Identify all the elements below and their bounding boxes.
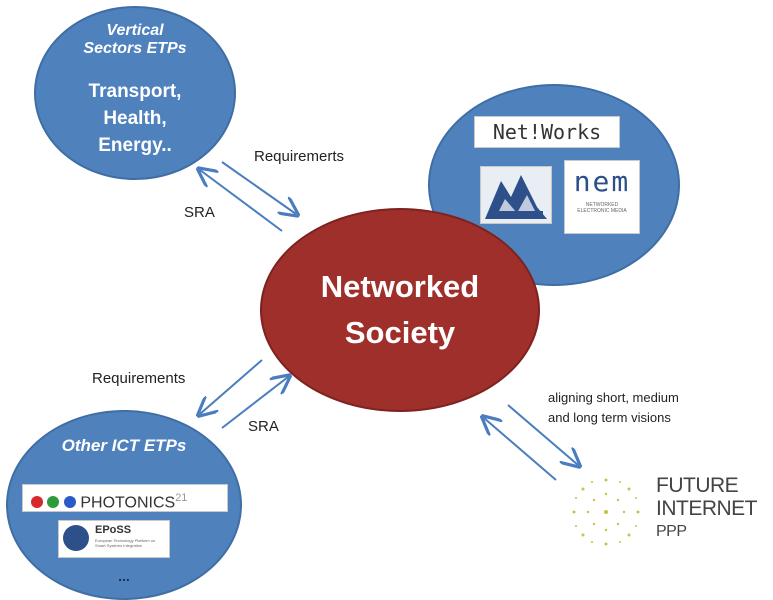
label-aligning: aligning short, medium and long term vis… bbox=[548, 388, 679, 428]
networked-society-ellipse: Networked Society bbox=[260, 208, 540, 412]
vertical-line2: Health, bbox=[103, 108, 167, 129]
other-ict-ellipsis: ... bbox=[118, 568, 130, 584]
nem-logo: nem NETWORKED ELECTRONIC MEDIA bbox=[564, 160, 640, 234]
etsi-logo bbox=[480, 166, 552, 224]
arrow-aligning-up bbox=[484, 418, 557, 481]
eposs-subtitle: European Technology Platform on Smart Sy… bbox=[95, 538, 156, 548]
starburst-icon bbox=[572, 478, 640, 546]
label-aligning-line1: aligning short, medium bbox=[548, 390, 679, 405]
eposs-globe-icon bbox=[63, 525, 89, 551]
vertical-title-line2: Sectors ETPs bbox=[83, 40, 187, 57]
label-aligning-line2: and long term visions bbox=[548, 410, 671, 425]
label-sra-bottom: SRA bbox=[248, 418, 279, 435]
photonics-dot-blue bbox=[63, 496, 76, 509]
mountain-icon bbox=[485, 175, 547, 219]
vertical-line3: Energy.. bbox=[98, 135, 172, 156]
future-line2: INTERNET bbox=[656, 497, 758, 520]
vertical-line1: Transport, bbox=[88, 81, 182, 102]
other-ict-ellipse: Other ICT ETPs PHOTONICS21 EPoSS Europea… bbox=[6, 410, 242, 600]
arrow-aligning-down bbox=[507, 404, 578, 465]
photonics-sup: 21 bbox=[175, 492, 188, 504]
eposs-logo: EPoSS European Technology Platform on Sm… bbox=[58, 520, 170, 558]
arrow-requirements-bottom bbox=[200, 359, 263, 414]
networks-logo: Net!Works bbox=[474, 116, 620, 148]
photonics-dot-green bbox=[47, 496, 60, 509]
label-requirements-bottom: Requirements bbox=[92, 370, 186, 387]
center-line1: Networked bbox=[320, 269, 480, 304]
photonics-text: PHOTONICS bbox=[80, 494, 176, 512]
arrow-sra-top bbox=[200, 170, 283, 232]
future-line3: PPP bbox=[656, 523, 687, 540]
vertical-title-line1: Vertical bbox=[106, 22, 164, 39]
partners-ellipse: Net!Works nem NETWORKED ELECTRONIC MEDIA bbox=[428, 84, 680, 286]
photonics-dot-red bbox=[31, 496, 43, 509]
networks-logo-text: Net!Works bbox=[492, 120, 602, 144]
arrow-requirements-top bbox=[221, 161, 296, 214]
nem-logo-subtitle: NETWORKED ELECTRONIC MEDIA bbox=[577, 202, 627, 214]
label-sra-top: SRA bbox=[184, 204, 215, 221]
future-internet-logo: FUTURE INTERNET PPP bbox=[556, 456, 770, 576]
vertical-sectors-ellipse: Vertical Sectors ETPs Transport, Health,… bbox=[34, 6, 236, 180]
nem-logo-text: nem bbox=[573, 165, 631, 198]
arrow-sra-bottom bbox=[221, 377, 288, 429]
future-line1: FUTURE bbox=[656, 474, 739, 497]
other-ict-title: Other ICT ETPs bbox=[61, 436, 187, 455]
center-line2: Society bbox=[344, 315, 456, 350]
photonics-logo: PHOTONICS21 bbox=[22, 484, 228, 512]
eposs-text: EPoSS bbox=[95, 524, 132, 536]
label-requirements-top: Requiremerts bbox=[254, 148, 345, 165]
